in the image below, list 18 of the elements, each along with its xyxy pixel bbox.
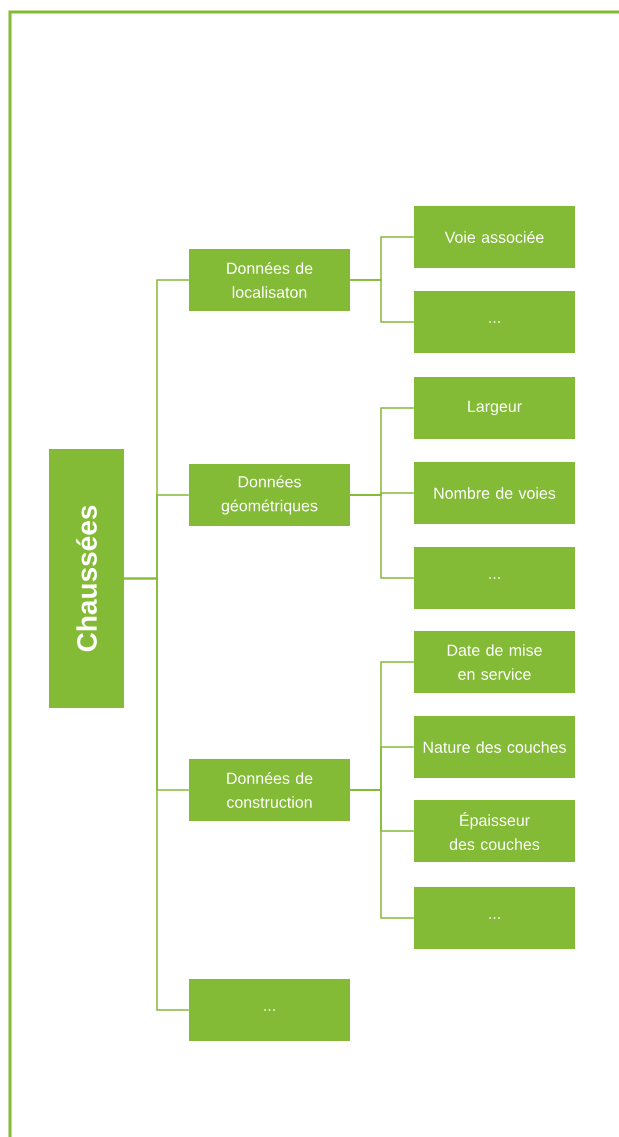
- attribute-box: Date de mise en service: [414, 631, 575, 693]
- attribute-box: Largeur: [414, 377, 575, 439]
- connector-line: [349, 494, 415, 579]
- connector-line: [349, 789, 415, 919]
- attribute-box: ...: [414, 547, 575, 609]
- attribute-box: ...: [189, 979, 350, 1041]
- category-box: Données de localisaton: [189, 249, 350, 311]
- attribute-box: Épaisseur des couches: [414, 800, 575, 862]
- connector-line: [349, 279, 415, 323]
- category-box: Données géométriques: [189, 464, 350, 526]
- attribute-box: ...: [414, 291, 575, 353]
- connector-line: [123, 577, 190, 1011]
- attribute-box: Nature des couches: [414, 716, 575, 778]
- root-box: Chaussées: [49, 449, 124, 708]
- category-box: Données de construction: [189, 759, 350, 821]
- attribute-box: Nombre de voies: [414, 462, 575, 524]
- attribute-box: ...: [414, 887, 575, 949]
- attribute-box: Voie associée: [414, 206, 575, 268]
